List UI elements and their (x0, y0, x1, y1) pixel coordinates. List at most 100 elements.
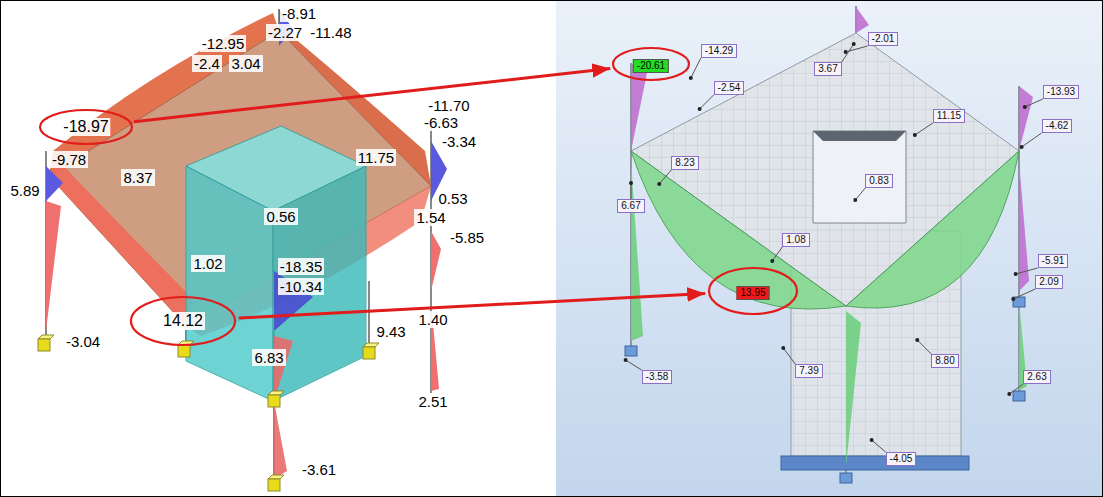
leader-dot (781, 346, 785, 350)
moment-diagram (846, 311, 861, 466)
moment-diagram (856, 7, 869, 33)
moment-diagram (274, 401, 287, 479)
result-tag: -20.61 (633, 59, 669, 73)
leader-line (626, 360, 642, 370)
result-tag: -5.91 (1038, 254, 1069, 268)
leader-line (917, 340, 931, 354)
moment-value: 1.40 (416, 311, 449, 328)
leader-dot (1014, 272, 1018, 276)
leader-line (631, 183, 632, 199)
result-tag: 13.95 (736, 286, 769, 300)
core-opening (813, 131, 906, 223)
moment-value: 5.89 (8, 182, 41, 199)
moment-value: 0.56 (264, 208, 297, 225)
leader-dot (1020, 145, 1024, 149)
moment-value: 8.37 (121, 169, 154, 186)
leader-dot (698, 107, 702, 111)
moment-value: -18.35 (278, 258, 325, 275)
leader-line (842, 44, 854, 62)
result-tag: 6.67 (617, 199, 644, 213)
leader-line (659, 170, 671, 184)
leader-dot (852, 42, 856, 46)
moment-diagram (846, 151, 1019, 308)
highlight-ellipse: 14.12 (129, 295, 237, 347)
column-line (368, 281, 370, 347)
moment-value: -8.91 (280, 5, 318, 22)
result-tag: 0.83 (865, 174, 892, 188)
support-cube (363, 343, 379, 347)
support-cube (268, 475, 284, 479)
leader-line (855, 188, 865, 200)
result-tag: -4.05 (886, 452, 917, 466)
ellipse-outline (613, 48, 689, 80)
support-cube (178, 345, 190, 357)
support-cube (38, 339, 50, 351)
moment-value: -12.95 (200, 35, 247, 52)
leader-line (1009, 384, 1023, 394)
leader-line (700, 95, 714, 109)
comparison-arrow (134, 69, 610, 122)
leader-dot (913, 133, 917, 137)
leader-line (1022, 133, 1042, 147)
moment-value: -3.34 (440, 133, 478, 150)
leader-dot (1023, 105, 1027, 109)
moment-value: -3.04 (64, 333, 102, 350)
leader-line (1013, 289, 1035, 299)
leader-line (1025, 99, 1043, 107)
moment-diagram (46, 166, 63, 201)
moment-value: 6.83 (252, 349, 285, 366)
ellipse-outline (131, 297, 235, 345)
highlight-ellipse: -20.61 (611, 46, 691, 82)
moment-diagram (46, 201, 61, 331)
leader-line (872, 440, 886, 452)
leader-dot (1011, 297, 1015, 301)
moment-value: 9.43 (374, 323, 407, 340)
leader-dot (870, 438, 874, 442)
moment-value: -18.97 (61, 118, 110, 136)
moment-value: -10.34 (278, 278, 325, 295)
highlight-ellipse: -18.97 (38, 108, 134, 146)
moment-value: 0.53 (436, 190, 469, 207)
support-cube (268, 395, 280, 407)
moment-diagram (431, 231, 441, 291)
leader-dot (915, 338, 919, 342)
core-opening (813, 131, 906, 141)
moment-value: -6.63 (422, 114, 460, 131)
right-panel (556, 1, 1102, 496)
leader-line (915, 123, 933, 135)
moment-diagram (631, 161, 643, 341)
left-panel (1, 1, 556, 496)
result-tag: 1.08 (782, 233, 809, 247)
moment-diagram (49, 161, 193, 326)
moment-value: 14.12 (161, 312, 205, 330)
result-tag: 2.09 (1035, 275, 1062, 289)
result-tag: -3.58 (642, 370, 673, 384)
moment-diagram (631, 63, 647, 151)
support-cube (363, 347, 375, 359)
comparison-arrow (239, 294, 706, 319)
result-tag: 8.80 (931, 354, 958, 368)
core-base (781, 456, 969, 470)
leader-line (1016, 268, 1038, 274)
leader-group (624, 42, 1043, 452)
moment-diagram (631, 151, 846, 309)
result-tag: -13.93 (1043, 85, 1079, 99)
moment-value: -11.70 (426, 97, 471, 114)
support-cube (38, 335, 54, 339)
moment-value: 3.04 (229, 55, 262, 72)
result-tag: 2.63 (1023, 370, 1050, 384)
leader-dot (1007, 392, 1011, 396)
result-tag: -2.01 (868, 32, 899, 46)
result-tag: 7.39 (795, 364, 822, 378)
leader-dot (853, 198, 857, 202)
moment-value: -9.78 (50, 151, 88, 168)
moment-value: -11.48 (308, 24, 353, 41)
result-tag: -4.62 (1042, 119, 1073, 133)
moment-value: -2.4 (192, 55, 222, 72)
moment-value: -5.85 (448, 229, 486, 246)
moment-value: -3.61 (300, 461, 338, 478)
support-block (625, 346, 637, 356)
support-cube (268, 479, 280, 491)
